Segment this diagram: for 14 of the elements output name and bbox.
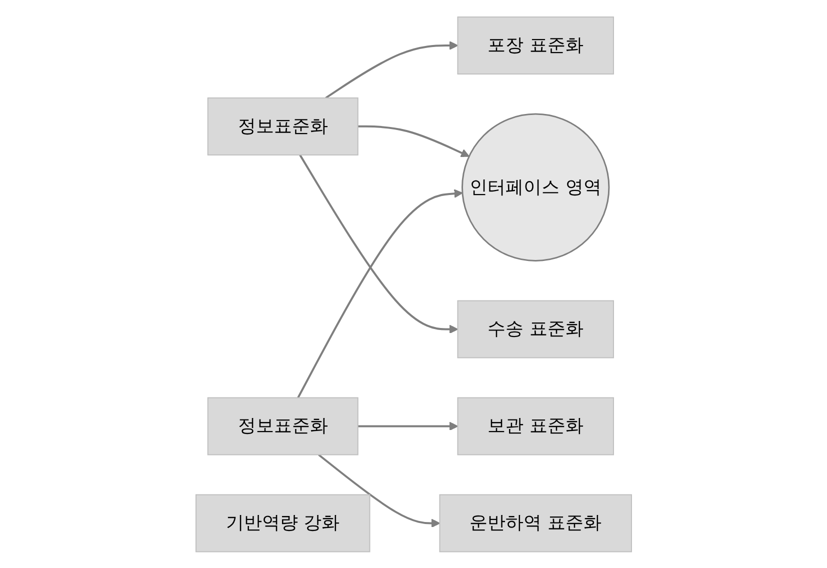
node-box: 포장 표준화 [457, 16, 614, 74]
arrow [318, 454, 440, 528]
node-box: 보관 표준화 [457, 396, 614, 455]
arrow [298, 154, 458, 334]
arrow [358, 421, 458, 430]
node-box: 수송 표준화 [457, 300, 614, 358]
node-circle: 인터페이스 영역 [461, 112, 610, 262]
node-box: 운반하역 표준화 [439, 494, 632, 552]
arrow [296, 188, 463, 398]
node-box: 정보표준화 [207, 97, 358, 156]
arrow [358, 125, 470, 157]
node-box: 정보표준화 [207, 396, 358, 455]
node-box: 기반역량 강화 [195, 494, 370, 552]
arrow [325, 40, 458, 98]
